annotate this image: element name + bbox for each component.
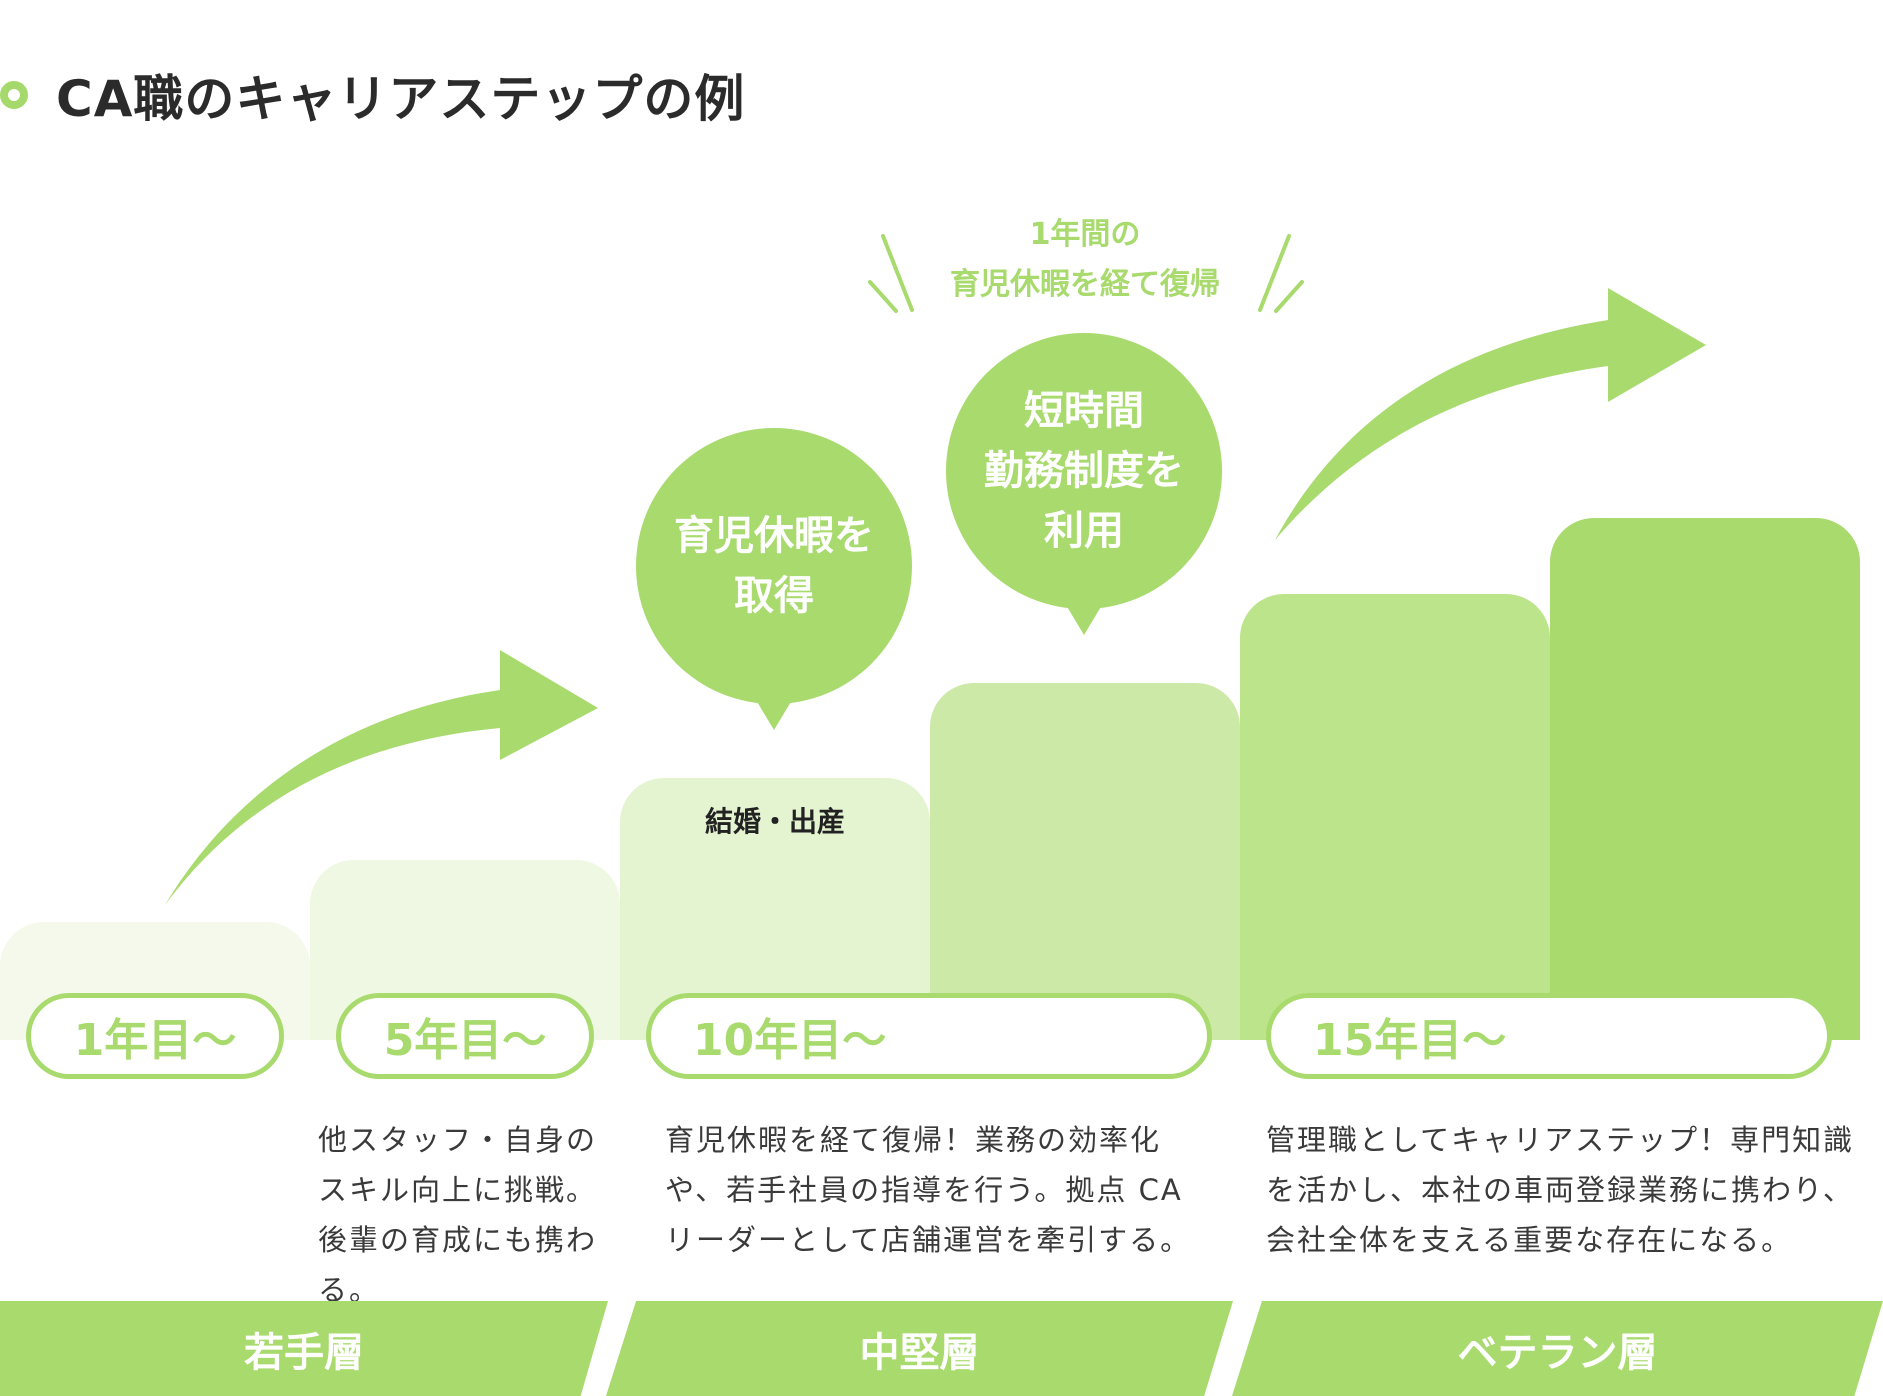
year-15-description: 管理職としてキャリアステップ！専門知識を活かし、本社の車両登録業務に携わり、会社… [1266,1123,1855,1257]
page-title-text: CA職のキャリアステップの例 [56,70,746,128]
year-15-pill: 15年目〜 [1266,993,1832,1079]
step-5 [1240,594,1550,1040]
page-title: CA職のキャリアステップの例 [0,60,745,130]
step-6 [1550,518,1860,1040]
childcare-leave-bubble: 育児休暇を 取得 [636,428,912,704]
childcare-leave-text: 育児休暇を 取得 [674,513,874,619]
short-hours-text: 短時間 勤務制度を 利用 [984,388,1184,554]
step-4 [930,683,1240,1040]
year-5-pill: 5年目〜 [336,993,594,1079]
ring-bullet-icon [0,81,28,109]
arrow-up-right-icon-2 [1275,288,1706,540]
year-1-pill: 1年目〜 [26,993,284,1079]
marriage-birth-label: 結婚・出産 [704,805,845,838]
sparkle-right-icon [1258,234,1304,313]
year-10-pill: 10年目〜 [646,993,1212,1079]
mid-band: 中堅層 [606,1301,1233,1396]
year-10-description: 育児休暇を経て復帰！業務の効率化や、若手社員の指導を行う。拠点 CA リーダーと… [665,1123,1192,1257]
short-hours-bubble: 短時間 勤務制度を 利用 [946,333,1222,609]
year-5-description: 他スタッフ・自身のスキル向上に挑戦。後輩の育成にも携わる。 [318,1123,598,1307]
veteran-band: ベテラン層 [1232,1301,1883,1396]
sparkle-left-icon [868,234,914,313]
junior-band: 若手層 [0,1301,608,1396]
arrow-up-right-icon-1 [165,650,598,905]
return-note: 1年間の 育児休暇を経て復帰 [950,217,1220,302]
